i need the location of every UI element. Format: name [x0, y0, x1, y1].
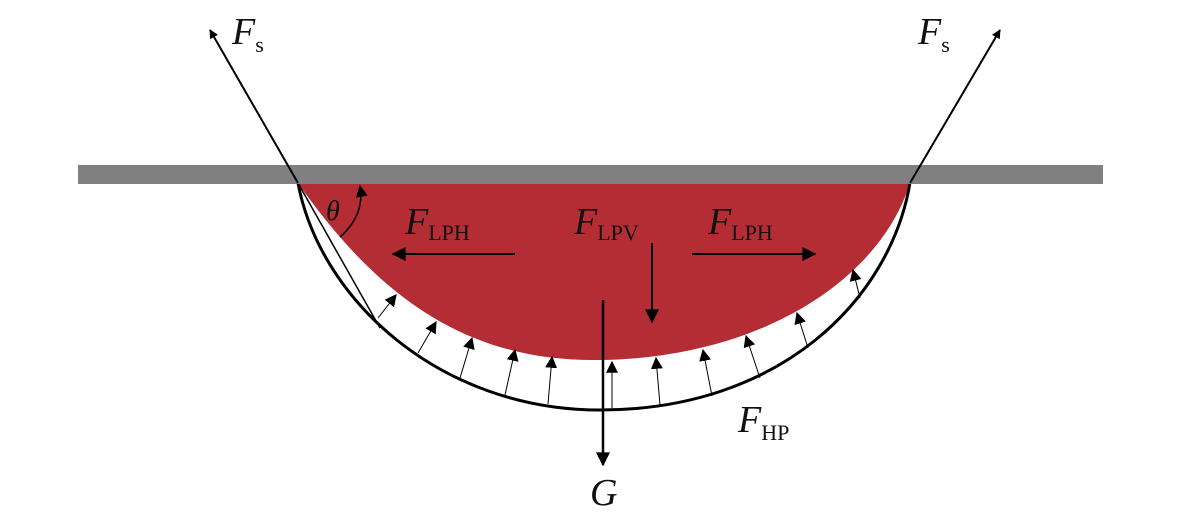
hp-arrow: [650, 356, 663, 406]
theta-label: θ: [326, 196, 340, 227]
flph-right-label: FLPH: [707, 201, 773, 245]
hp-arrow: [417, 320, 437, 354]
flpv-label: FLPV: [573, 201, 639, 245]
horizontal-plate: [78, 165, 1103, 184]
fs-left-label: Fs: [231, 11, 264, 57]
tangent-line: [297, 182, 381, 329]
fs-right-arrow: [909, 29, 1001, 184]
gravity-label: G: [590, 472, 617, 514]
flph-left-label: FLPH: [404, 201, 470, 245]
hp-arrow: [504, 348, 519, 396]
fs-left-arrow: [209, 29, 299, 184]
outer-boundary-arc: [296, 182, 912, 412]
hp-arrow: [699, 348, 713, 397]
hp-arrow: [545, 355, 558, 405]
contact-angle-arc: [339, 184, 368, 238]
hp-arrow: [743, 334, 761, 379]
hp-arrow: [377, 294, 397, 319]
fhp-label: FHP: [737, 399, 789, 445]
hp-arrow: [849, 268, 862, 299]
hp-arrow: [794, 311, 809, 349]
hydrostatic-pressure-arrows: [377, 268, 862, 408]
liquid-droplet: [298, 183, 910, 361]
hp-arrow: [459, 336, 475, 379]
fs-right-label: Fs: [917, 11, 950, 57]
